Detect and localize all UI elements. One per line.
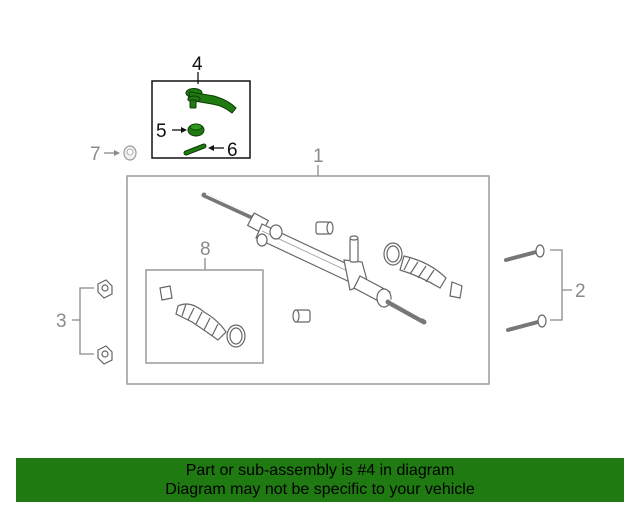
- mount-bushing-upper: [315, 221, 334, 235]
- boot-kit-parts: [159, 285, 246, 348]
- nut-upper: [97, 279, 113, 299]
- tie-rod-end-group: [151, 72, 251, 159]
- rack-assembly: [201, 192, 427, 325]
- callout-7: 7: [90, 144, 101, 165]
- callout-3: 3: [56, 311, 67, 332]
- callout-8: 8: [200, 239, 211, 260]
- callout-7-arrowhead: [114, 150, 120, 156]
- callout-6-arrowhead: [208, 145, 214, 151]
- steering-gear-box: [126, 175, 490, 385]
- mount-bushing-lower: [292, 309, 311, 323]
- callout-6: 6: [227, 140, 238, 161]
- nut-lower: [97, 345, 113, 365]
- right-boot: [383, 242, 463, 299]
- bolt-lower: [506, 314, 547, 332]
- steering-gear-group: [126, 165, 490, 385]
- callout-5-arrowhead: [181, 127, 187, 133]
- bolt-upper: [504, 244, 545, 262]
- callout-1: 1: [313, 146, 324, 167]
- callout-2: 2: [575, 281, 586, 302]
- diagram-disclaimer: Diagram may not be specific to your vehi…: [165, 481, 475, 498]
- callout-5: 5: [156, 121, 167, 142]
- cotter-pin-part-6: [183, 143, 207, 156]
- vehicle-disclaimer-banner: Part or sub-assembly is #4 in diagram Di…: [16, 458, 624, 502]
- callout-2-bracket: [550, 249, 572, 321]
- boot-kit-group: [145, 258, 264, 364]
- tie-rod-end-part: [185, 88, 237, 114]
- bolts-group-2: [504, 244, 572, 332]
- callout-3-bracket: [72, 287, 94, 355]
- nut-part-5: [187, 123, 205, 137]
- boot-kit-box: [145, 269, 264, 364]
- callout-4: 4: [192, 54, 203, 75]
- nuts-group-3: [72, 279, 113, 365]
- highlighted-part-note: Part or sub-assembly is #4 in diagram: [185, 462, 455, 479]
- part-7-group: [104, 145, 137, 161]
